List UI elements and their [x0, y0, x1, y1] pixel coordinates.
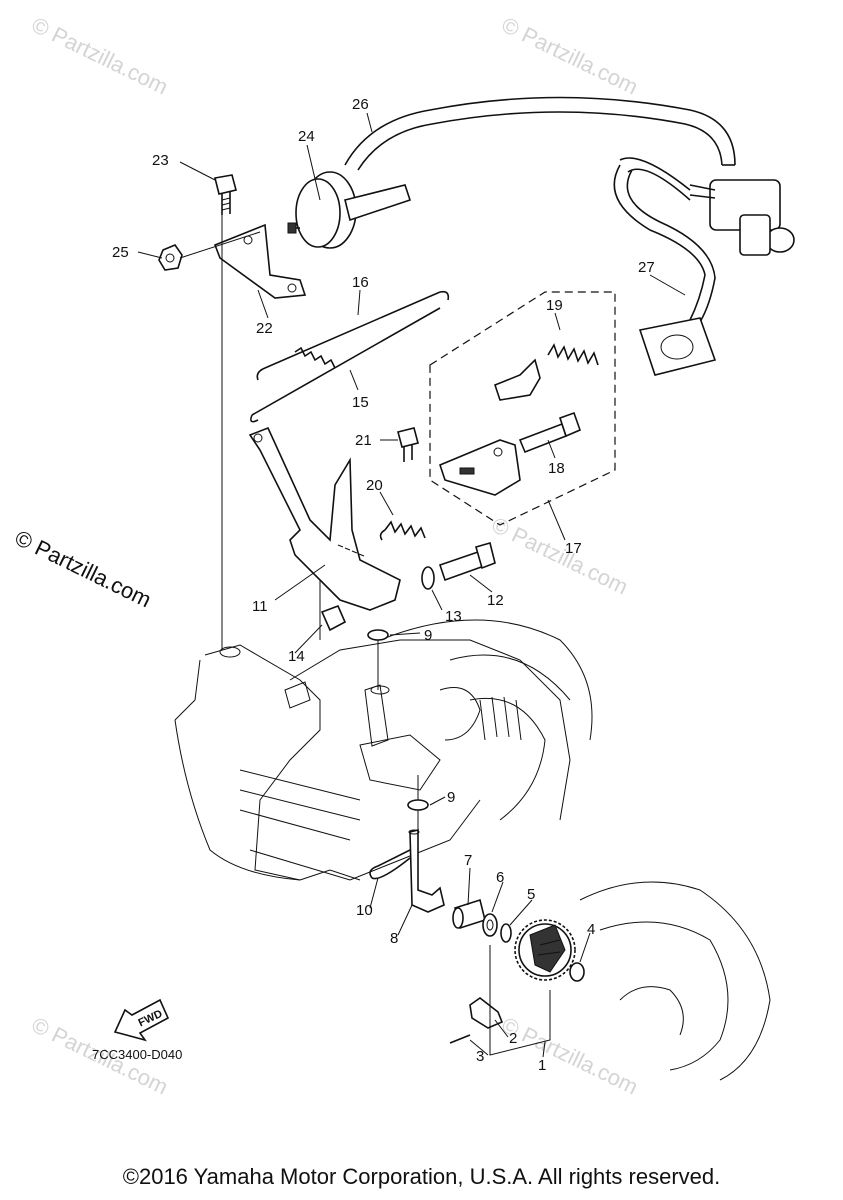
- engine-block: [174, 580, 593, 881]
- callout-27: 27: [638, 259, 655, 276]
- callout-16: 16: [352, 274, 369, 291]
- part-17-bracket: [439, 358, 541, 496]
- footer-copyright: ©2016 Yamaha Motor Corporation, U.S.A. A…: [122, 1164, 721, 1189]
- part-26-hose: [344, 96, 736, 171]
- callout-9-upper: 9: [424, 627, 432, 644]
- part-18-bolt: [518, 411, 582, 454]
- part-14-nut: [320, 604, 347, 632]
- part-3-pin: [449, 1034, 471, 1044]
- callout-22: 22: [256, 320, 273, 337]
- callout-8: 8: [390, 930, 398, 947]
- callout-15: 15: [352, 394, 369, 411]
- watermark-1: © Partzilla.com: [28, 12, 172, 99]
- callout-5: 5: [527, 886, 535, 903]
- part-5-washer: [500, 923, 512, 943]
- part-1-governor-gear: [514, 919, 576, 981]
- part-20-spring: [379, 520, 426, 541]
- part-2-weight: [469, 997, 504, 1029]
- part-13-washer: [421, 566, 435, 590]
- part-27-hose-flange: [613, 164, 717, 376]
- part-8-shaft: [408, 828, 445, 913]
- part-4-washer: [569, 962, 585, 982]
- callout-9-lower: 9: [447, 789, 455, 806]
- part-16-spring-rod: [256, 290, 450, 381]
- callout-11: 11: [252, 598, 268, 615]
- callout-18: 18: [548, 460, 565, 477]
- callout-13: 13: [445, 608, 462, 625]
- callout-20: 20: [366, 477, 383, 494]
- group-bracket-1: [489, 945, 551, 1056]
- assembly-17-box: [429, 291, 616, 526]
- callout-19: 19: [546, 297, 563, 314]
- watermark-2: © Partzilla.com: [498, 12, 642, 99]
- callout-14: 14: [288, 648, 305, 665]
- callout-7: 7: [464, 852, 472, 869]
- part-6-washer: [482, 913, 498, 937]
- callout-26: 26: [352, 96, 369, 113]
- part-10-clip: [369, 849, 411, 880]
- diagram-code: 7CC3400-D040: [92, 1047, 183, 1062]
- part-11-lever: [248, 426, 401, 611]
- part-vacuum-valve: [619, 157, 795, 256]
- part-23-bolt: [214, 174, 237, 215]
- part-25-nut: [158, 244, 183, 271]
- watermark-3: © Partzilla.com: [488, 512, 632, 599]
- watermark-5: © Partzilla.com: [498, 1012, 642, 1099]
- crankcase-cover: [579, 881, 771, 1081]
- callout-3: 3: [476, 1048, 484, 1065]
- callout-17: 17: [565, 540, 582, 557]
- callout-6: 6: [496, 869, 504, 886]
- callout-23: 23: [152, 152, 169, 169]
- part-9-washer-lower: [407, 799, 429, 811]
- callout-24: 24: [298, 128, 315, 145]
- callout-25: 25: [112, 244, 129, 261]
- callouts: 26 24 23 25 22 16 15 19 21 18 20 17 11 1…: [112, 96, 655, 1074]
- part-12-bolt: [438, 542, 496, 582]
- part-19-spring: [547, 343, 599, 366]
- part-9-washer-upper: [367, 629, 389, 641]
- guide-line-nut: [179, 231, 261, 259]
- callout-1: 1: [538, 1057, 546, 1074]
- callout-leaders: [137, 112, 686, 1058]
- part-22-bracket: [213, 223, 307, 299]
- part-21-bolt: [397, 427, 419, 462]
- callout-10: 10: [356, 902, 373, 919]
- callout-21: 21: [355, 432, 372, 449]
- callout-12: 12: [487, 592, 504, 609]
- fwd-arrow: FWD: [113, 998, 170, 1042]
- part-7-collar: [452, 898, 486, 930]
- part-24-actuator: [287, 171, 412, 249]
- callout-4: 4: [587, 921, 595, 938]
- part-15-rod: [250, 307, 441, 423]
- callout-2: 2: [509, 1030, 517, 1047]
